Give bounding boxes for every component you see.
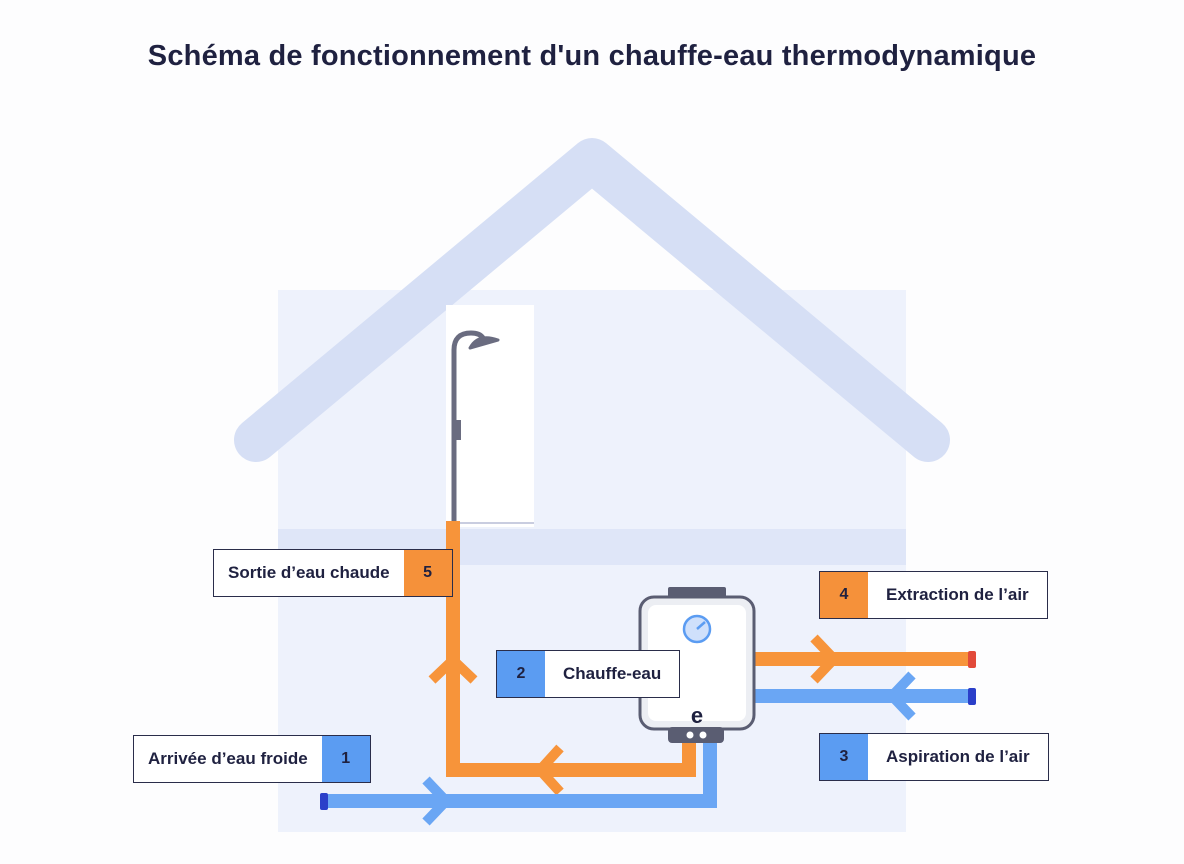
cold-water-inlet-cap [320,793,328,810]
label-text: Arrivée d’eau froide [148,749,308,768]
house-roof [234,138,950,462]
label-text: Sortie d’eau chaude [228,563,390,582]
label-air-intake: 3 Aspiration de l’air [819,733,1049,781]
air-extraction-cap [968,651,976,668]
label-number: 4 [820,572,868,618]
label-number: 2 [497,651,545,697]
label-water-heater: 2 Chauffe-eau [496,650,681,698]
label-text: Extraction de l’air [886,585,1029,604]
label-number: 3 [820,734,868,780]
hot-water-arrow-left [533,744,564,796]
air-intake-arrow [885,671,916,721]
label-hot-water-outlet: Sortie d’eau chaude 5 [213,549,453,597]
hot-water-arrow-up [428,653,478,684]
label-number: 5 [403,550,452,596]
label-number: 1 [321,736,370,782]
diagram-title: Schéma de fonctionnement d'un chauffe-ea… [147,40,1037,72]
shower-icon [451,330,500,526]
label-text: Aspiration de l’air [886,747,1030,766]
label-text: Chauffe-eau [563,664,662,683]
cold-water-arrow-right [422,776,453,826]
air-extraction-arrow [810,634,841,684]
air-intake-cap [968,688,976,705]
label-cold-water-inlet: Arrivée d’eau froide 1 [133,735,371,783]
hot-water-pipe [446,521,696,777]
cold-water-pipe [328,740,717,808]
heater-logo: e [691,703,703,728]
label-air-extraction: 4 Extraction de l’air [819,571,1048,619]
